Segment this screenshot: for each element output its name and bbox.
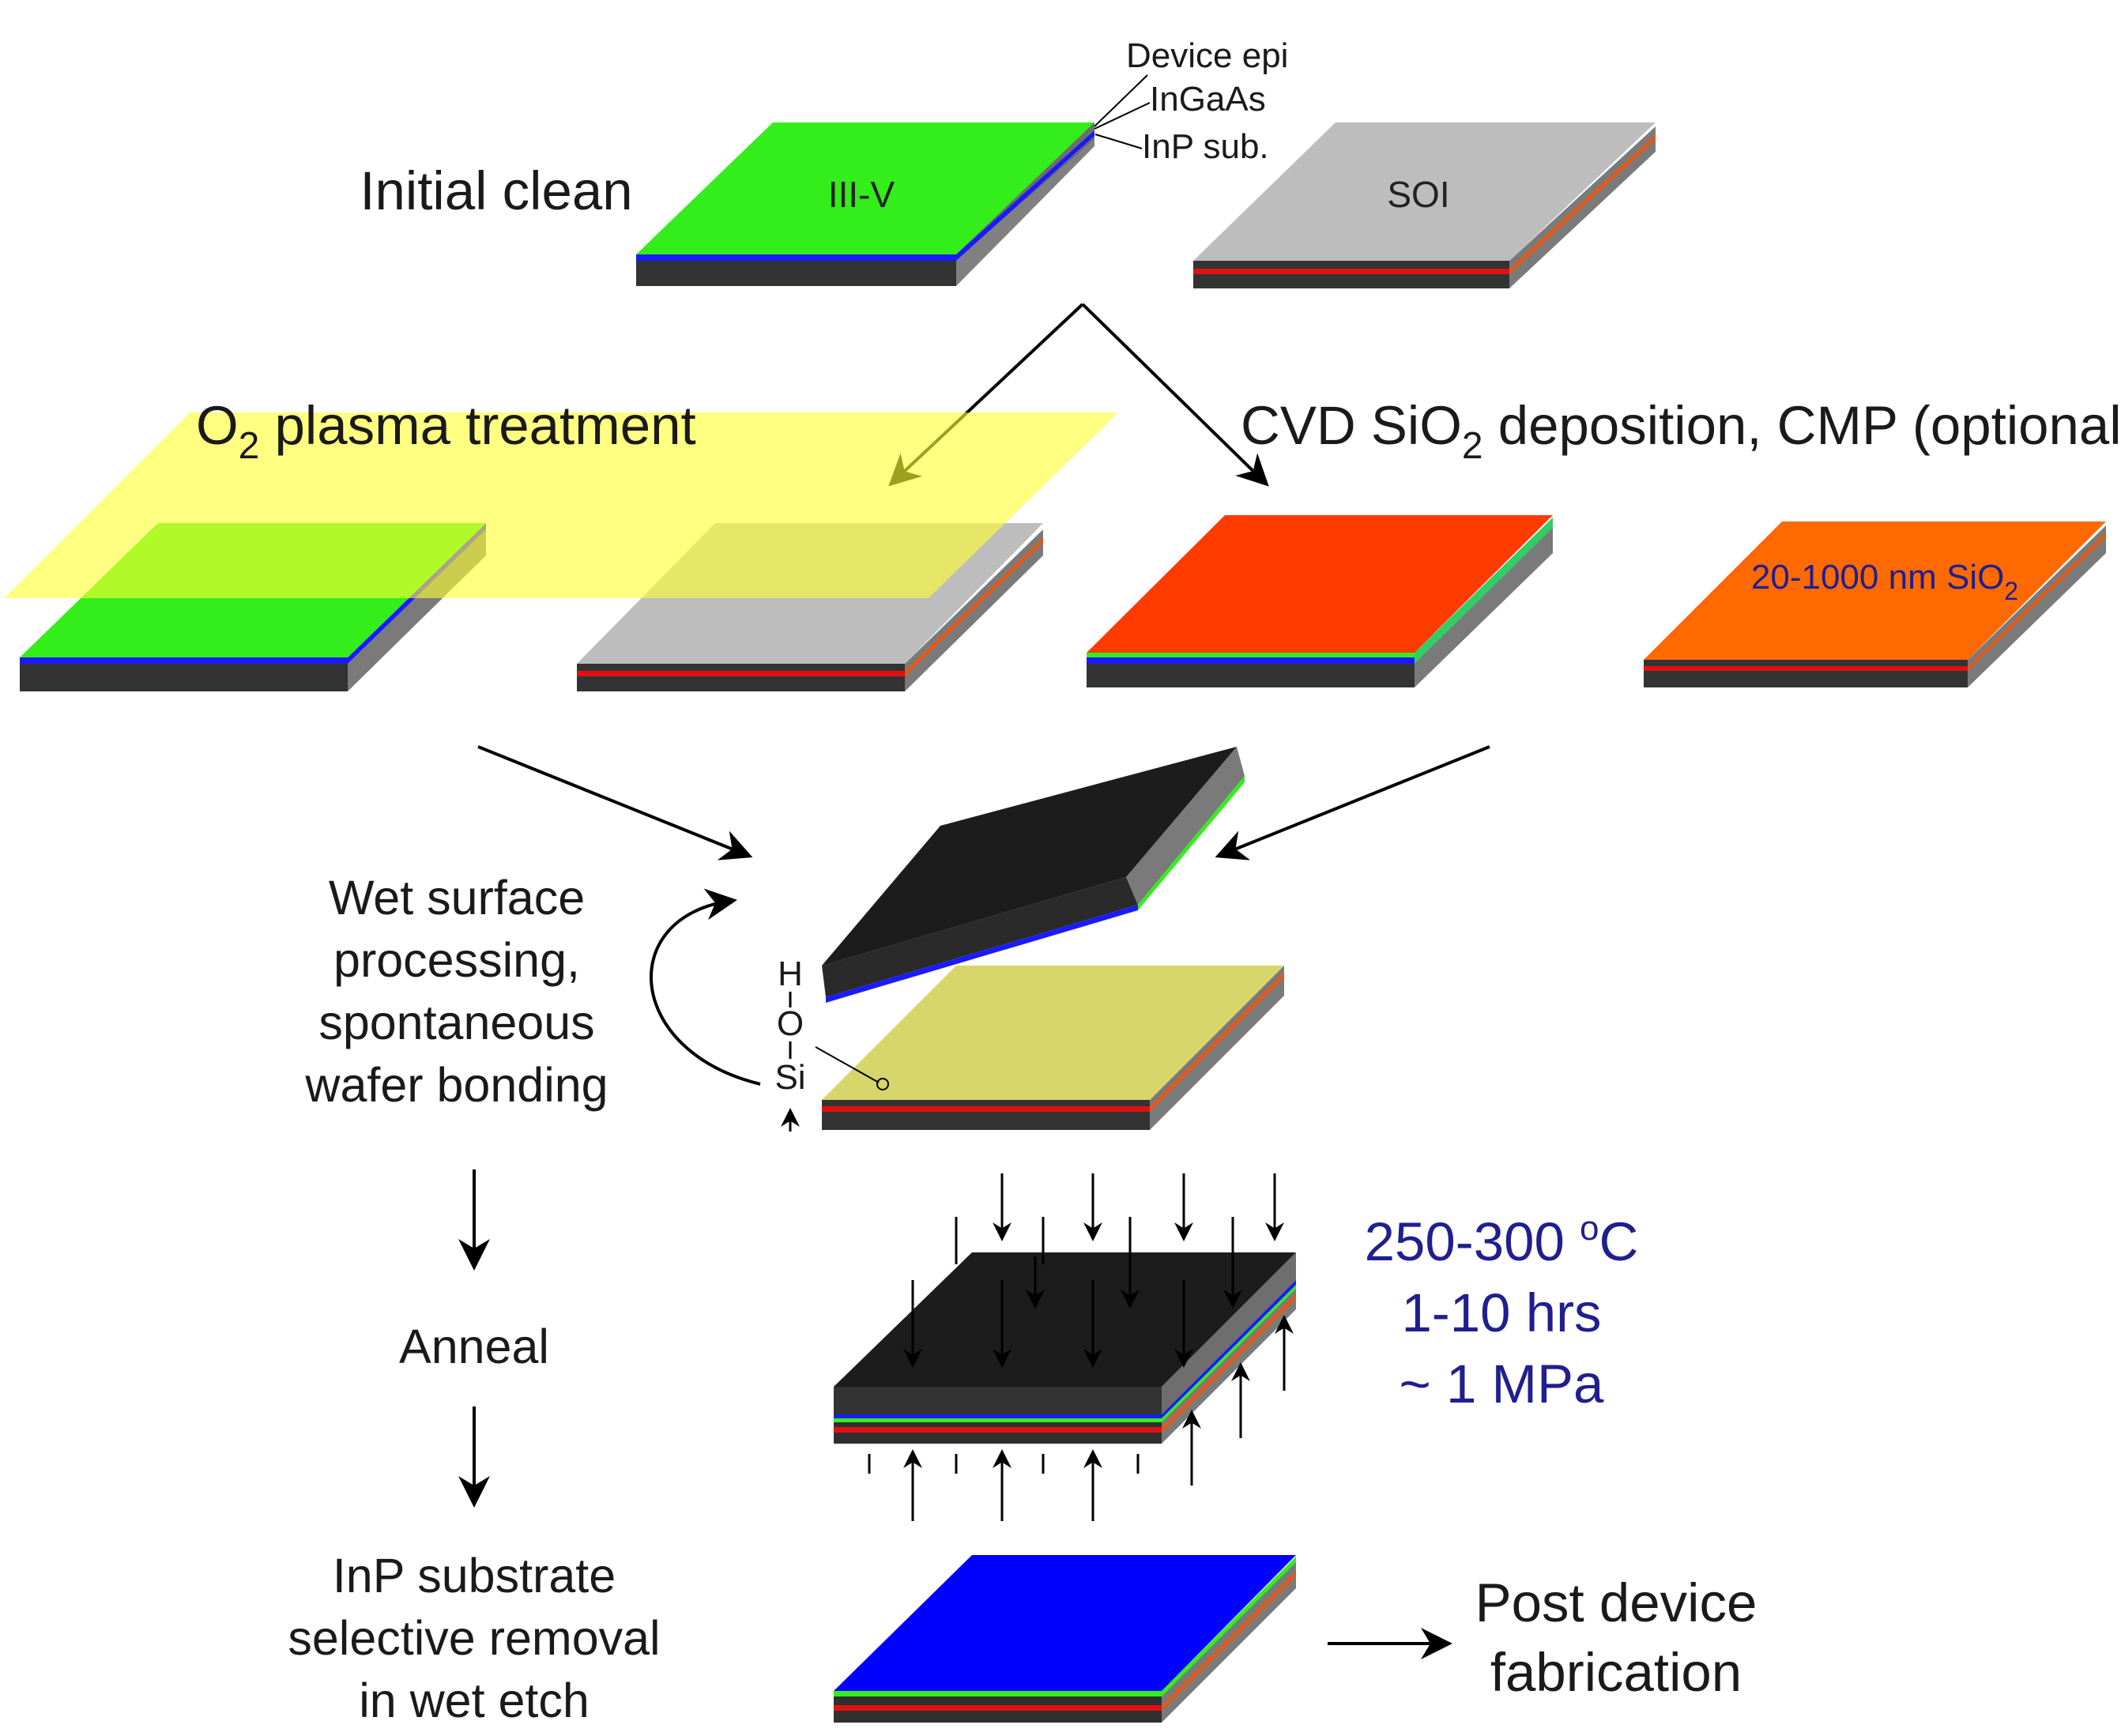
svg-text:InP substrate: InP substrate bbox=[333, 1549, 616, 1602]
svg-text:wafer bonding: wafer bonding bbox=[304, 1058, 608, 1112]
step-initial-clean: Initial clean bbox=[360, 160, 632, 221]
layer-callouts: Device epi InGaAs InP sub. bbox=[1094, 36, 1288, 166]
soi-top-surface bbox=[1193, 122, 1656, 261]
wafer-iii-v-initial: III-V bbox=[636, 122, 1094, 286]
wafer-soi-bonding-bottom bbox=[822, 966, 1284, 1130]
flip-arrow bbox=[650, 888, 761, 1086]
wafer-label-soi: SOI bbox=[1387, 174, 1449, 215]
step-anneal: Anneal bbox=[399, 1320, 549, 1373]
svg-text:selective removal: selective removal bbox=[288, 1611, 660, 1665]
step-inp-removal: InP substrate selective removal in wet e… bbox=[288, 1549, 660, 1727]
wafer-soi-initial: SOI bbox=[1193, 122, 1656, 288]
step-cvd-deposition: CVD SiO2 deposition, CMP (optional) bbox=[1241, 395, 2121, 467]
step-post-fabrication: Post device fabrication bbox=[1475, 1572, 1757, 1703]
svg-text:in wet etch: in wet etch bbox=[359, 1674, 590, 1727]
step-wet-bonding: Wet surface processing, spontaneous wafe… bbox=[304, 871, 608, 1112]
step-plasma-treatment: O2 plasma treatment bbox=[196, 395, 696, 467]
converge-arrows bbox=[477, 745, 1490, 860]
label-inp-sub: InP sub. bbox=[1142, 127, 1269, 166]
svg-text:Wet surface: Wet surface bbox=[329, 871, 585, 924]
wafer-label-iii-v: III-V bbox=[828, 174, 895, 215]
wafer-soi-oxide: 20-1000 nm SiO2 bbox=[1644, 522, 2106, 687]
wafer-flipped-iii-v bbox=[822, 747, 1245, 1003]
iii-v-top-surface bbox=[636, 122, 1094, 254]
anneal-conditions: 250-300 oC 1-10 hrs ~ 1 MPa bbox=[1365, 1209, 1639, 1414]
oxide-thickness-label: 20-1000 nm SiO2 bbox=[1751, 558, 2018, 605]
svg-text:fabrication: fabrication bbox=[1490, 1642, 1742, 1703]
svg-text:H: H bbox=[778, 955, 803, 993]
pressure-arrows bbox=[868, 1173, 1294, 1521]
plasma-sheet bbox=[4, 412, 1118, 598]
condition-time: 1-10 hrs bbox=[1401, 1282, 1601, 1343]
svg-text:O: O bbox=[777, 1004, 804, 1043]
svg-text:Post device: Post device bbox=[1475, 1572, 1757, 1633]
svg-text:Si: Si bbox=[774, 1058, 805, 1097]
wafer-anneal-stack bbox=[834, 1252, 1296, 1444]
label-device-epi: Device epi bbox=[1126, 36, 1288, 75]
condition-temperature: 250-300 oC bbox=[1365, 1209, 1639, 1272]
surface-chemistry: H O Si bbox=[774, 955, 889, 1132]
svg-text:processing,: processing, bbox=[333, 933, 580, 987]
condition-pressure: ~ 1 MPa bbox=[1400, 1354, 1605, 1414]
label-ingaas: InGaAs bbox=[1150, 80, 1266, 119]
wafer-iii-v-oxide bbox=[1087, 515, 1553, 687]
wafer-final bbox=[834, 1555, 1296, 1723]
svg-text:spontaneous: spontaneous bbox=[318, 996, 594, 1049]
